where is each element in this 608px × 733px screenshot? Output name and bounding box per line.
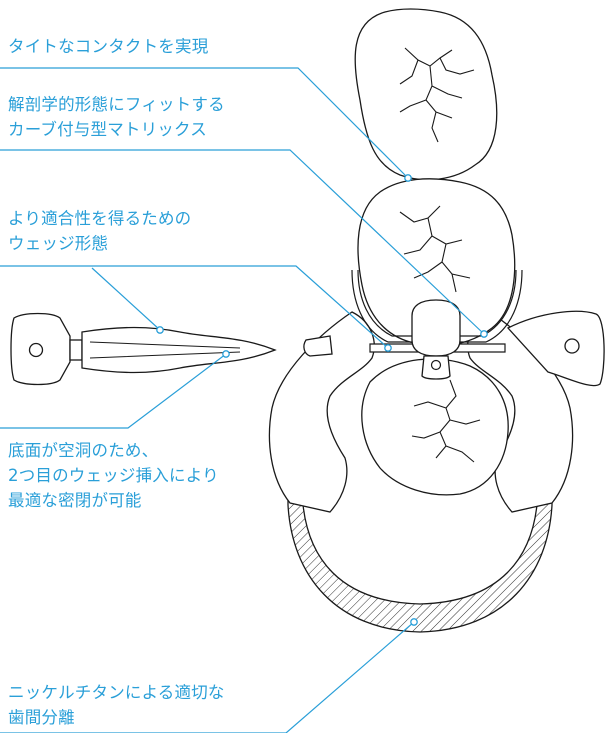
leader-wedge-tip [91,267,161,331]
wedge-neck [69,339,83,361]
label-niti-ring-line-1: ニッケルチタンによる適切な [8,683,225,702]
ring-tab-left [303,335,333,357]
label-wedge-shape: より適合性を得るための ウェッジ形態 [8,206,191,256]
tooth-lower [361,358,509,496]
label-niti-ring-line-2: 歯間分離 [8,708,75,727]
label-curved-matrix-line-2: カーブ付与型マトリックス [8,120,207,139]
ring-arm-left [268,311,375,513]
dot-curved-matrix [480,330,488,338]
wedge-groove [89,341,241,359]
label-hollow-base: 底面が空洞のため、 2つ目のウェッジ挿入により 最適な密閉が可能 [8,438,219,513]
ring-ear-hole [564,338,580,354]
label-tight-contact: タイトなコンタクトを実現 [8,34,208,59]
dot-wedge-shape [384,344,392,352]
ring-ear-right [506,310,605,387]
label-hollow-base-line-1: 底面が空洞のため、 [8,441,159,460]
dot-niti-ring [410,618,418,626]
leader-hollow-base [0,353,227,429]
tooth-middle [357,178,516,347]
leader-curved-matrix [0,149,485,335]
dot-tight-contact [404,174,412,182]
wedge-body [81,326,277,374]
label-wedge-shape-line-1: より適合性を得るための [8,209,192,228]
label-hollow-base-line-3: 最適な密閉が可能 [8,491,142,510]
wedge-handle-hole [28,342,44,358]
label-curved-matrix: 解剖学的形態にフィットする カーブ付与型マトリックス [8,92,225,142]
label-wedge-shape-line-2: ウェッジ形態 [8,234,109,253]
leader-wedge-shape [0,265,389,349]
dot-hollow-base [222,350,230,358]
matrix-tab [411,299,461,357]
tooth-upper [354,8,498,181]
tooth-middle-fissures [399,205,471,293]
label-curved-matrix-line-1: 解剖学的形態にフィットする [8,95,225,114]
ring-arm-right [467,311,574,513]
tooth-upper-fissures [399,47,475,143]
matrix-tab-hole [430,359,442,371]
label-tight-contact-line-1: タイトなコンタクトを実現 [8,37,209,56]
label-niti-ring: ニッケルチタンによる適切な 歯間分離 [8,680,225,730]
leader-niti-ring [0,621,415,733]
label-hollow-base-line-2: 2つ目のウェッジ挿入により [8,466,219,485]
tooth-lower-fissures [411,379,481,463]
dot-wedge-tip [156,326,164,334]
leader-tight-contact [0,67,409,179]
leader-dots [156,174,488,626]
leader-lines [0,67,485,733]
